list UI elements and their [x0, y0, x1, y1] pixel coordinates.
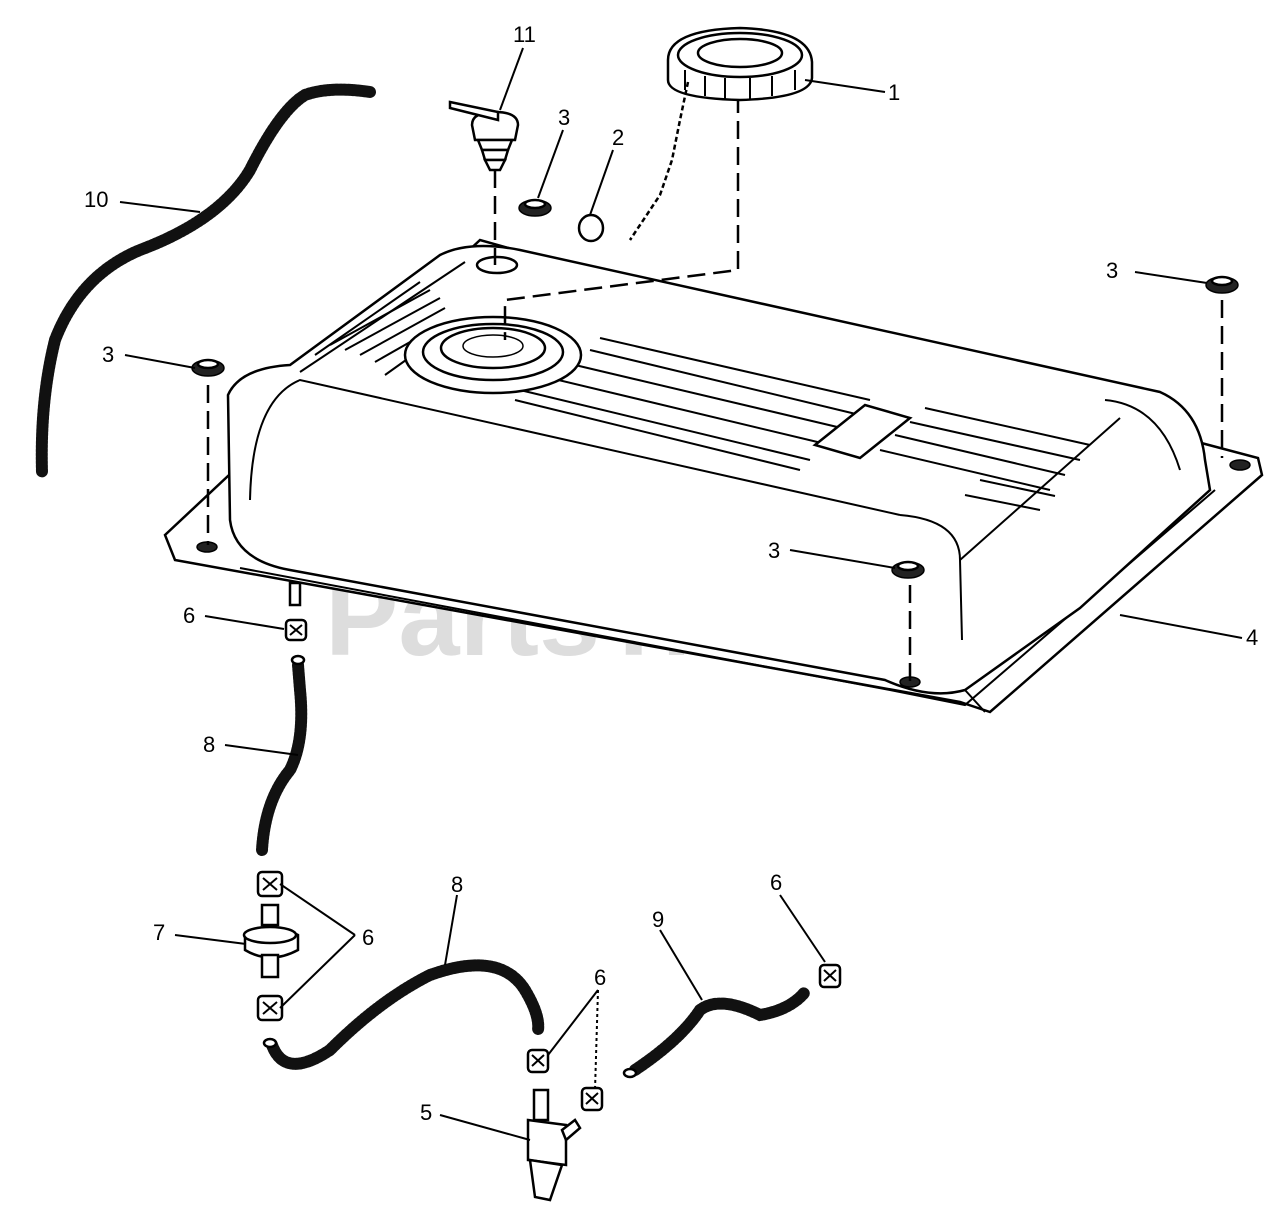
tank-ribs-right — [879, 407, 1091, 511]
grommet-top — [518, 198, 552, 217]
fuel-hose-right — [629, 986, 811, 1076]
tank-ribs-center — [514, 337, 871, 471]
callout-3-right: 3 — [1106, 258, 1118, 283]
callout-2: 2 — [612, 125, 624, 150]
fuel-filter — [242, 903, 300, 979]
vent-fitting — [448, 100, 520, 172]
fuel-shutoff-valve — [526, 1088, 582, 1202]
callout-1: 1 — [888, 80, 900, 105]
callout-8-lower: 8 — [451, 872, 463, 897]
callout-11: 11 — [513, 22, 536, 47]
fuel-hose-lower — [266, 959, 545, 1070]
hose-clamp-far-right — [818, 963, 842, 989]
fuel-hose-upper — [256, 659, 308, 856]
grommet-right — [1205, 275, 1239, 294]
callout-10: 10 — [84, 187, 108, 212]
tank-outlet-fitting — [288, 581, 302, 607]
alignment-lines — [206, 95, 1224, 682]
callout-6-filter: 6 — [362, 925, 374, 950]
cap-chain — [628, 81, 690, 241]
callout-3-left: 3 — [102, 342, 114, 367]
callout-6-right: 6 — [770, 870, 782, 895]
callout-8-upper: 8 — [203, 732, 215, 757]
mount-hole-right — [1229, 459, 1251, 471]
callout-labels: 1 2 3 3 3 3 4 5 6 6 6 6 7 8 8 9 10 11 — [84, 22, 1258, 1125]
callout-9: 9 — [652, 907, 664, 932]
hose-clamp-valve-side — [580, 1086, 604, 1112]
retaining-ring — [577, 213, 605, 243]
hose-clamp-filter-top — [256, 870, 284, 898]
hose-clamp-upper — [284, 618, 308, 642]
tank-vent-hole — [475, 255, 519, 275]
fuel-cap — [666, 26, 814, 102]
fuel-tank — [163, 238, 1264, 714]
callout-3-front: 3 — [768, 538, 780, 563]
callout-6-upper: 6 — [183, 603, 195, 628]
leader-lines — [119, 47, 1243, 1141]
tank-filler-neck — [403, 315, 583, 395]
callout-3-top: 3 — [558, 105, 570, 130]
callout-4: 4 — [1246, 625, 1258, 650]
callout-7: 7 — [153, 920, 165, 945]
hose-clamp-filter-bottom — [256, 994, 284, 1022]
vent-hose — [35, 83, 376, 478]
hose-clamp-valve-top — [526, 1048, 550, 1074]
callout-6-valve: 6 — [594, 965, 606, 990]
callout-5: 5 — [420, 1100, 432, 1125]
grommet-left — [191, 358, 225, 377]
grommet-front — [891, 560, 925, 579]
